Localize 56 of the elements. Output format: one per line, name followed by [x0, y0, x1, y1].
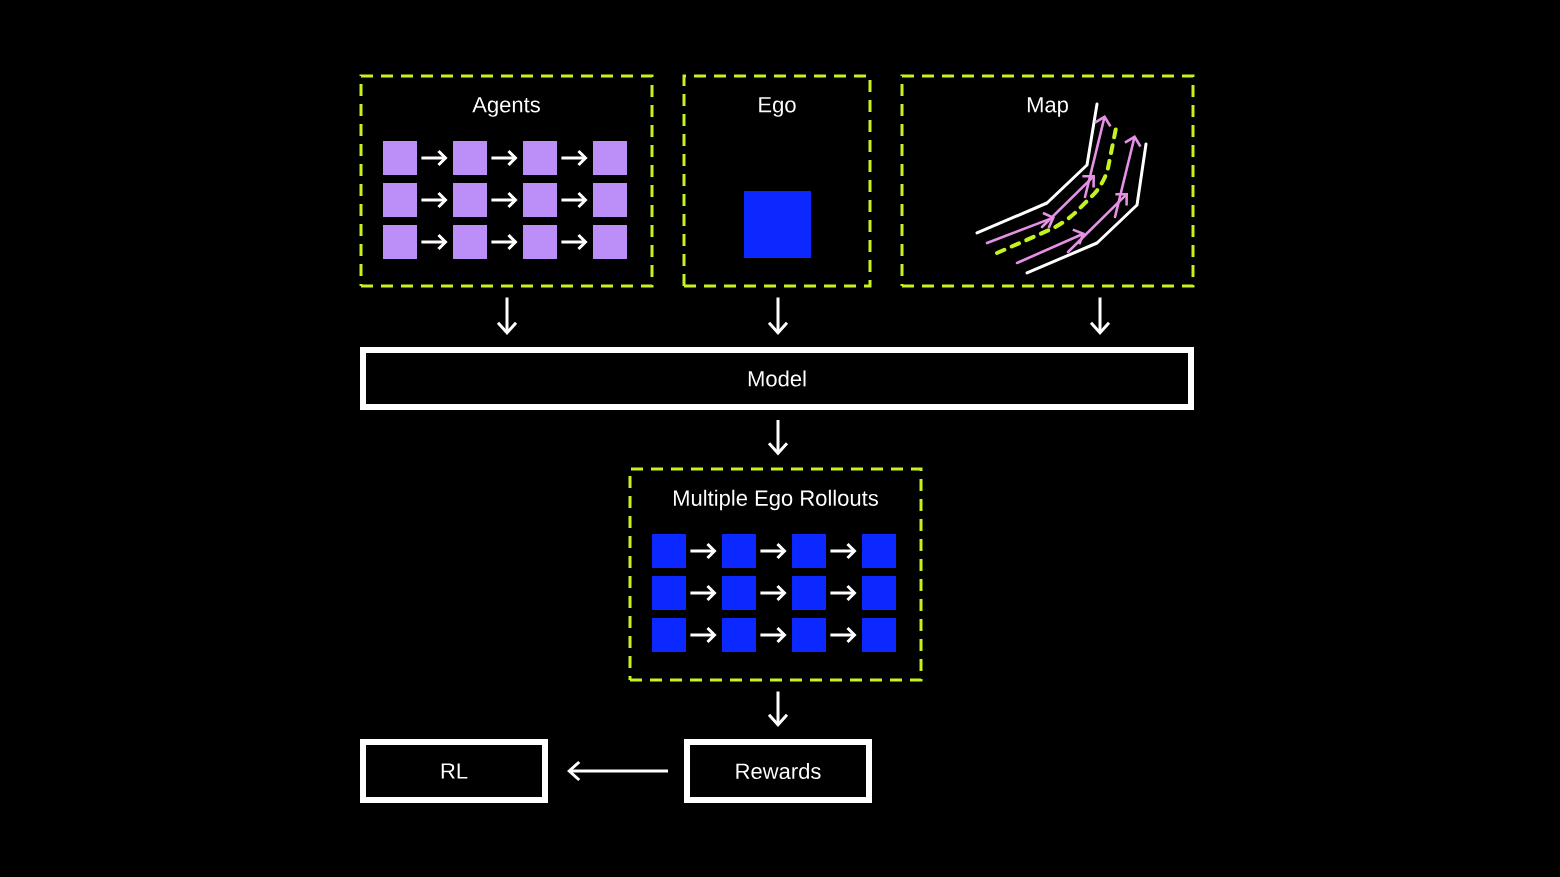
arrow: [767, 420, 789, 456]
square: [383, 141, 417, 175]
arrow: [421, 149, 448, 167]
square: [652, 576, 686, 610]
arrow: [496, 297, 518, 335]
process-box: RL: [360, 739, 548, 803]
square: [652, 618, 686, 652]
square: [593, 225, 627, 259]
square: [652, 534, 686, 568]
square: [744, 191, 811, 258]
arrow: [760, 584, 787, 602]
arrow: [561, 191, 588, 209]
square: [523, 141, 557, 175]
square: [453, 183, 487, 217]
arrow: [421, 191, 448, 209]
dashed-group-box: Agents: [359, 74, 654, 288]
process-box: Rewards: [684, 739, 872, 803]
arrow: [690, 584, 717, 602]
square: [722, 618, 756, 652]
arrow: [491, 149, 518, 167]
arrow: [421, 233, 448, 251]
square: [593, 183, 627, 217]
square: [383, 225, 417, 259]
square: [862, 576, 896, 610]
arrow: [690, 542, 717, 560]
arrow: [830, 626, 857, 644]
arrow: [767, 297, 789, 335]
process-box: Model: [360, 347, 1194, 410]
square: [792, 534, 826, 568]
square: [523, 183, 557, 217]
arrow: [830, 542, 857, 560]
square: [453, 225, 487, 259]
square: [792, 618, 826, 652]
dashed-group-box: Ego: [682, 74, 872, 288]
arrow: [1089, 297, 1111, 335]
dashed-group-box: Multiple Ego Rollouts: [628, 467, 923, 682]
arrow: [561, 149, 588, 167]
arrow: [491, 233, 518, 251]
square: [593, 141, 627, 175]
square: [722, 576, 756, 610]
square: [722, 534, 756, 568]
arrow: [767, 691, 789, 727]
square: [862, 618, 896, 652]
dashed-group-box: Map: [900, 74, 1195, 288]
arrow: [690, 626, 717, 644]
square: [453, 141, 487, 175]
square: [792, 576, 826, 610]
square: [523, 225, 557, 259]
arrow: [760, 542, 787, 560]
arrow: [830, 584, 857, 602]
arrow: [567, 760, 668, 782]
arrow: [491, 191, 518, 209]
arrow: [561, 233, 588, 251]
square: [862, 534, 896, 568]
square: [383, 183, 417, 217]
arrow: [760, 626, 787, 644]
